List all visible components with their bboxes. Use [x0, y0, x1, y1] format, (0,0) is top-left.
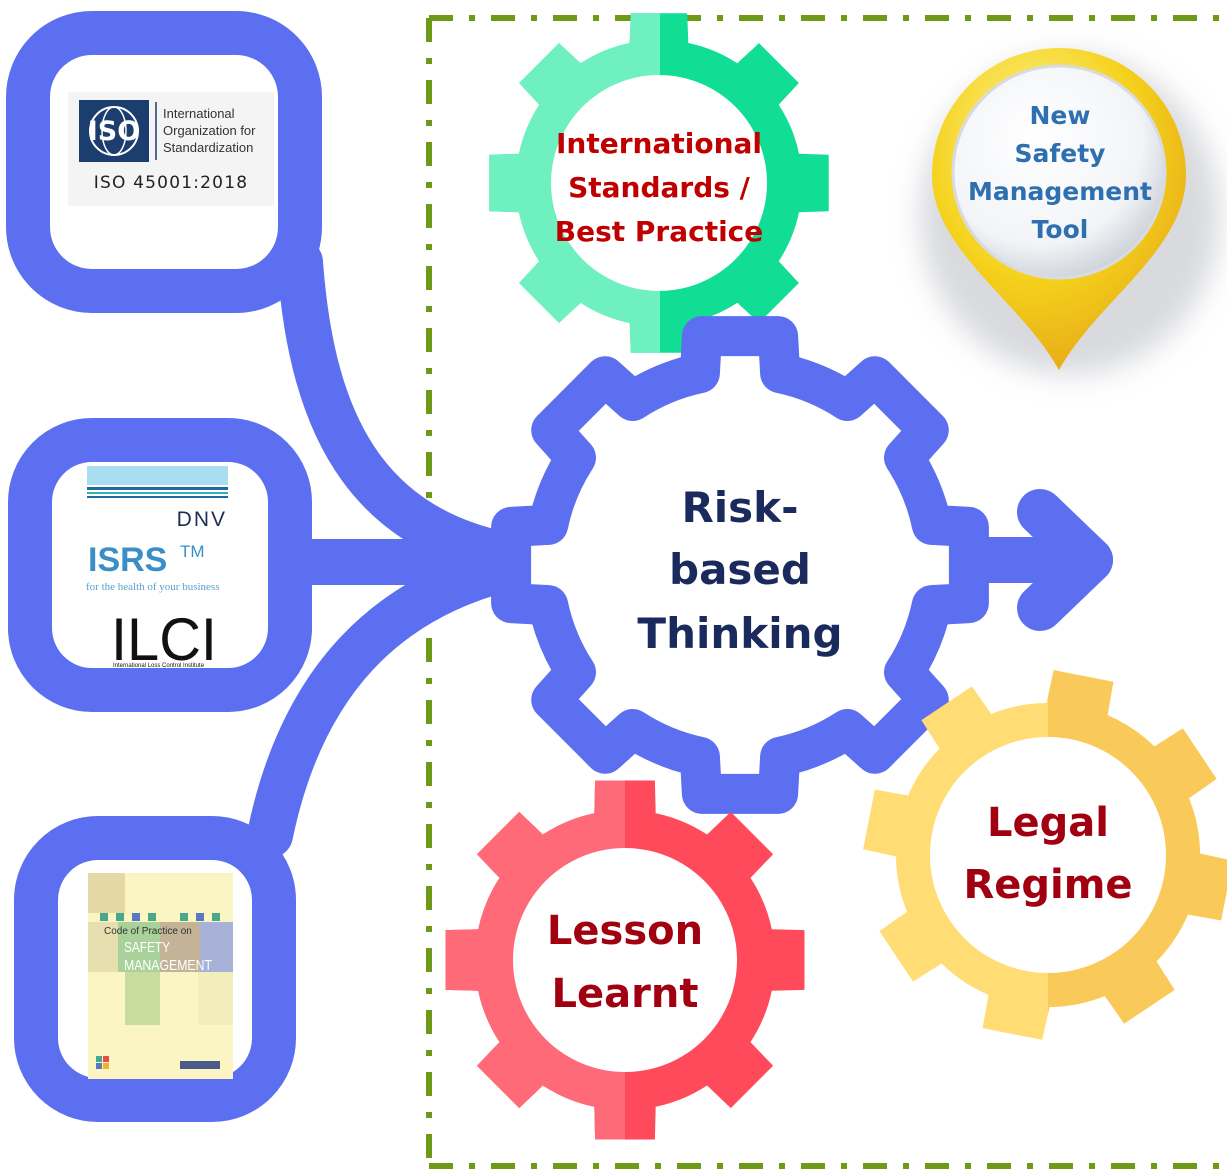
- source-box-iso: ISO International Organization for Stand…: [6, 11, 322, 313]
- gear-standards-line3: Best Practice: [555, 215, 764, 248]
- pin-line1: New: [1030, 101, 1091, 130]
- gear-risk-based-thinking: [491, 316, 989, 814]
- gear-center-line1: Risk-: [681, 483, 798, 532]
- gear-legal-line2: Regime: [963, 862, 1132, 908]
- isrs-tagline: for the health of your business: [86, 581, 220, 593]
- gear-lesson-line1: Lesson: [547, 908, 703, 954]
- pin-line3: Management: [968, 177, 1152, 206]
- gear-lesson-learnt: [445, 780, 805, 1140]
- gear-standards-line2: Standards /: [568, 171, 751, 204]
- iso-standard: ISO 45001:2018: [94, 173, 248, 193]
- gear-center-line3: Thinking: [637, 609, 842, 658]
- iso-org-line3: Standardization: [163, 140, 253, 155]
- source-box-dnv-isrs: DNV ISRS TM for the health of your busin…: [8, 418, 312, 712]
- iso-org-line1: International: [163, 106, 235, 121]
- gear-center-line2: based: [669, 545, 811, 594]
- isrs-logo: ISRS: [88, 541, 167, 579]
- iso-org-line2: Organization for: [163, 123, 256, 138]
- gear-international-standards: [489, 13, 829, 353]
- code-title-line2: SAFETY: [124, 939, 170, 956]
- ilci-full-name: International Loss Control Institute: [113, 663, 205, 669]
- gear-legal-line1: Legal: [987, 800, 1109, 846]
- gear-lesson-line2: Learnt: [552, 971, 699, 1017]
- gear-legal-regime: [863, 670, 1227, 1040]
- source-box-code-of-practice: Code of Practice on SAFETY MANAGEMENT: [14, 816, 296, 1122]
- isrs-trademark: TM: [180, 542, 205, 561]
- pin-new-safety-management-tool: [920, 48, 1220, 375]
- pin-line4: Tool: [1032, 215, 1089, 244]
- dnv-name: DNV: [177, 508, 227, 531]
- code-of-practice-cover: Code of Practice on SAFETY MANAGEMENT: [88, 873, 233, 1079]
- code-title-line3: MANAGEMENT: [124, 957, 212, 974]
- code-title-line1: Code of Practice on: [104, 926, 192, 937]
- gear-standards-line1: International: [556, 127, 762, 160]
- iso-logo-text: ISO: [88, 116, 140, 147]
- pin-line2: Safety: [1015, 139, 1106, 168]
- iso-logo: ISO: [79, 100, 149, 162]
- ilci-logo: ILCI: [111, 606, 217, 673]
